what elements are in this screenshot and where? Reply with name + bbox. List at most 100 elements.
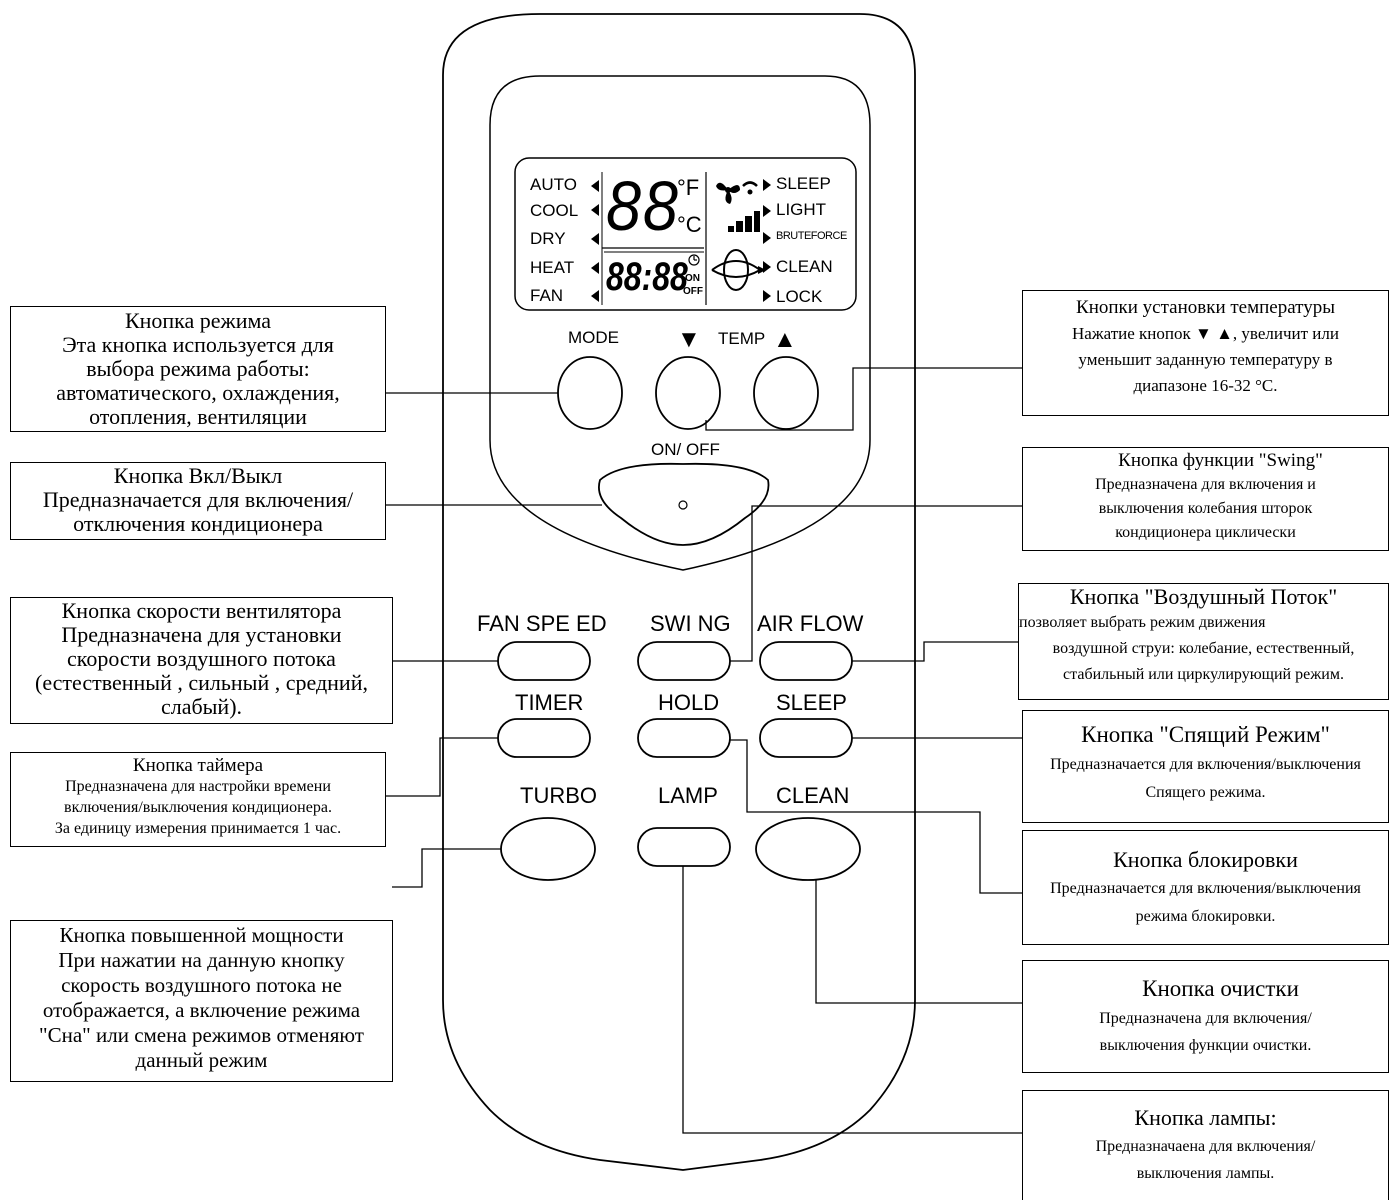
temp-down-button[interactable] bbox=[655, 356, 721, 430]
callout-swing-line: выключения колебания шторок bbox=[1098, 500, 1313, 517]
onoff-label: ON/ OFF bbox=[651, 440, 720, 459]
callout-onoff: Кнопка Вкл/Выкл Предназначается для вклю… bbox=[10, 462, 386, 540]
callout-air-flow: Кнопка "Воздушный Поток" позволяет выбра… bbox=[1018, 583, 1389, 700]
callout-swing-line: кондиционера циклически bbox=[1115, 524, 1296, 541]
temp-up-arrow: ▲ bbox=[773, 326, 797, 353]
callout-turbo-line: "Сна" или смена режимов отменяют bbox=[39, 1023, 364, 1047]
temp-up-button[interactable] bbox=[753, 356, 819, 430]
callout-timer-line: За единицу измерения принимается 1 час. bbox=[54, 820, 342, 837]
callout-timer-line: Предназначена для настройки времени bbox=[65, 778, 331, 795]
leader-lines bbox=[385, 367, 1022, 1134]
callout-temp-line: Нажатие кнопок ▼ ▲, увеличит или bbox=[1072, 324, 1339, 343]
lcd-unit-fahrenheit: °F bbox=[677, 175, 700, 200]
lcd-time-digits: 88:88 bbox=[606, 255, 688, 299]
callout-lock-line: Предназначается для включения/выключения bbox=[1050, 880, 1361, 897]
lamp-label: LAMP bbox=[658, 783, 718, 808]
lcd-mode-heat: HEAT bbox=[530, 258, 575, 277]
callout-temp: Кнопки установки температуры Нажатие кно… bbox=[1022, 290, 1389, 416]
callout-lamp-line: выключения лампы. bbox=[1136, 1165, 1275, 1182]
lcd-mode-auto: AUTO bbox=[530, 175, 577, 194]
air-flow-button[interactable] bbox=[759, 641, 853, 681]
callout-mode-line: выбора режима работы: bbox=[86, 356, 310, 381]
callout-fan-speed-line: скорости воздушного потока bbox=[67, 646, 336, 671]
callout-air-flow-line: позволяет выбрать режим движения bbox=[1019, 614, 1266, 631]
lcd-fan-speed-bars bbox=[728, 211, 760, 232]
control-panel-outline bbox=[489, 75, 871, 571]
swing-label: SWI NG bbox=[650, 611, 731, 636]
onoff-button-dot bbox=[678, 500, 688, 510]
lcd-fan-icon bbox=[716, 182, 740, 204]
hold-label: HOLD bbox=[658, 690, 720, 715]
callout-mode-title: Кнопка режима bbox=[124, 308, 272, 333]
callout-turbo-line: скорость воздушного потока не bbox=[61, 973, 342, 997]
lcd-left-pointers bbox=[591, 180, 599, 302]
callout-onoff-title: Кнопка Вкл/Выкл bbox=[113, 463, 283, 488]
callout-lock-title: Кнопка блокировки bbox=[1113, 847, 1298, 872]
callout-temp-line: уменьшит заданную температуру в bbox=[1078, 350, 1333, 369]
fan-speed-button[interactable] bbox=[497, 641, 591, 681]
fan-speed-label: FAN SPE ED bbox=[477, 611, 607, 636]
temp-down-arrow: ▼ bbox=[677, 326, 701, 353]
lcd-mode-light: LIGHT bbox=[776, 200, 827, 219]
lcd-temperature-digits: 88 bbox=[606, 167, 680, 245]
callout-turbo-line: При нажатии на данную кнопку bbox=[58, 948, 345, 972]
callout-air-flow-line: воздушной струи: колебание, естественный… bbox=[1052, 640, 1355, 657]
lcd-frame bbox=[514, 157, 857, 311]
clean-button[interactable] bbox=[755, 817, 861, 881]
callout-mode: Кнопка режима Эта кнопка используется дл… bbox=[10, 306, 386, 432]
swing-button[interactable] bbox=[637, 641, 731, 681]
lcd-timer-off: OFF bbox=[683, 286, 703, 297]
remote-body bbox=[442, 13, 916, 1171]
callout-fan-speed-line: (естественный , сильный , средний, bbox=[35, 670, 368, 695]
callout-onoff-line: отключения кондиционера bbox=[73, 511, 323, 536]
lcd-mode-lock: LOCK bbox=[776, 287, 823, 306]
hold-button[interactable] bbox=[637, 718, 731, 758]
callout-clean-line: выключения функции очистки. bbox=[1099, 1037, 1312, 1054]
callout-fan-speed: Кнопка скорости вентилятора Предназначен… bbox=[10, 597, 393, 724]
temp-label: TEMP bbox=[718, 329, 766, 348]
callout-lamp-line: Предназначаена для включения/ bbox=[1095, 1138, 1316, 1155]
callout-temp-title: Кнопки установки температуры bbox=[1076, 297, 1335, 318]
sleep-label: SLEEP bbox=[776, 690, 847, 715]
callout-fan-speed-line: Предназначена для установки bbox=[61, 622, 342, 647]
lcd-signal-icon bbox=[742, 181, 758, 195]
callout-clean-line: Предназначена для включения/ bbox=[1099, 1010, 1312, 1027]
remote-buttons bbox=[497, 356, 861, 881]
callout-temp-line: диапазоне 16-32 °С. bbox=[1133, 376, 1278, 395]
mode-label: MODE bbox=[568, 328, 619, 347]
callout-air-flow-title: Кнопка "Воздушный Поток" bbox=[1069, 584, 1338, 609]
callout-sleep-line: Предназначается для включения/выключения bbox=[1050, 756, 1361, 773]
callout-turbo-title: Кнопка повышенной мощности bbox=[59, 923, 344, 947]
callout-clean-title: Кнопка очистки bbox=[1142, 976, 1299, 1001]
callout-sleep-line: Спящего режима. bbox=[1145, 784, 1266, 801]
timer-label: TIMER bbox=[515, 690, 584, 715]
callout-mode-line: автоматического, охлаждения, bbox=[56, 380, 340, 405]
callout-swing-line: Предназначена для включения и bbox=[1095, 476, 1316, 493]
callout-swing-title: Кнопка функции "Swing" bbox=[1118, 450, 1323, 471]
turbo-label: TURBO bbox=[520, 783, 597, 808]
callout-onoff-line: Предназначается для включения/ bbox=[42, 487, 354, 512]
lcd-clock-icon bbox=[688, 254, 700, 266]
callout-fan-speed-line: слабый). bbox=[160, 694, 243, 719]
onoff-button[interactable] bbox=[598, 462, 770, 546]
lcd-mode-sleep: SLEEP bbox=[776, 174, 831, 193]
callout-mode-line: отопления, вентиляции bbox=[89, 404, 307, 429]
sleep-button[interactable] bbox=[759, 718, 853, 758]
lcd-unit-celsius: °C bbox=[677, 212, 702, 237]
lcd-timer-on: ON bbox=[685, 273, 700, 284]
callout-lock: Кнопка блокировки Предназначается для вк… bbox=[1022, 830, 1389, 945]
turbo-button[interactable] bbox=[500, 817, 596, 881]
callout-lock-line: режима блокировки. bbox=[1135, 908, 1276, 925]
timer-button[interactable] bbox=[497, 718, 591, 758]
lcd-right-pointers bbox=[763, 179, 771, 302]
callout-turbo-line: отображается, а включение режима bbox=[42, 998, 361, 1022]
callout-sleep-title: Кнопка "Спящий Режим" bbox=[1081, 722, 1330, 747]
lamp-button[interactable] bbox=[637, 827, 731, 867]
callout-lamp: Кнопка лампы: Предназначаена для включен… bbox=[1022, 1090, 1389, 1200]
lcd-mode-cool: COOL bbox=[530, 201, 579, 220]
callout-mode-line: Эта кнопка используется для bbox=[62, 332, 334, 357]
air-flow-label: AIR FLOW bbox=[757, 611, 864, 636]
mode-button[interactable] bbox=[557, 356, 623, 430]
